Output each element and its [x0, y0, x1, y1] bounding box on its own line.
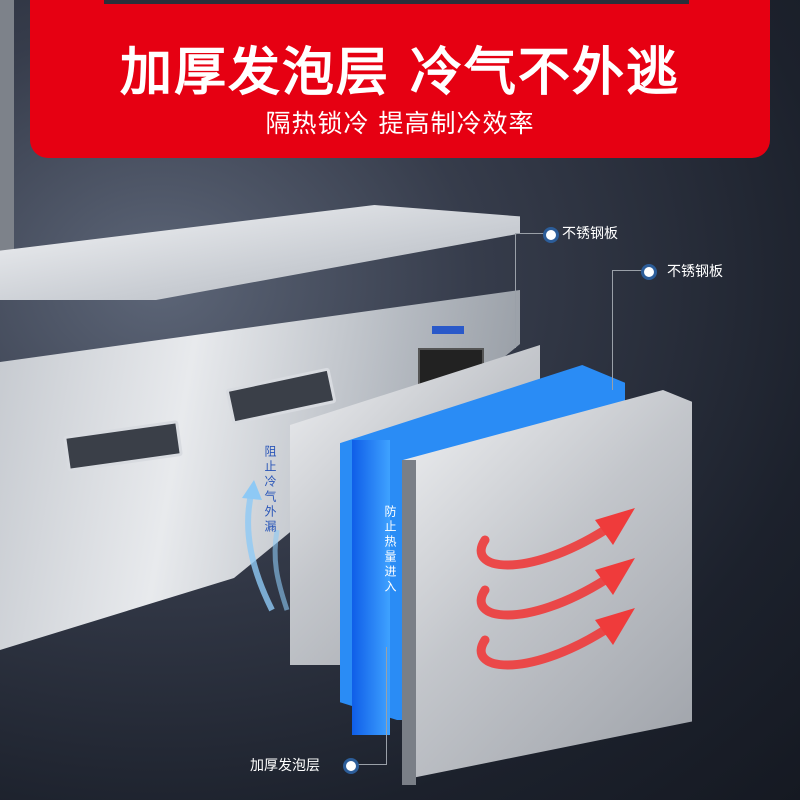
steel-panel-inner-edge — [0, 0, 14, 290]
foam-layer-edge — [352, 440, 390, 735]
brand-logo-badge — [432, 326, 464, 334]
heat-arrows-icon — [476, 508, 635, 670]
callout-label-foam: 加厚发泡层 — [250, 758, 320, 774]
headline-text: 加厚发泡层 冷气不外逃 — [119, 43, 681, 103]
headline-banner — [30, 0, 770, 158]
callout-label-steel-2: 不锈钢板 — [667, 264, 723, 280]
banner-top-strip — [104, 0, 689, 4]
callout-line-1-vertical — [515, 233, 516, 348]
cold-air-arrow-icon — [242, 480, 290, 612]
callout-line-3-vertical — [386, 647, 387, 764]
cold-block-annotation: 阻止冷气外漏 — [263, 445, 277, 535]
callout-line-3 — [353, 764, 387, 765]
steel-panel-outer-edge — [402, 460, 416, 785]
subheadline-text: 隔热锁冷 提高制冷效率 — [265, 109, 535, 138]
callout-line-1 — [515, 233, 547, 234]
callout-dot-2 — [641, 264, 657, 280]
heat-block-annotation: 防止热量进入 — [383, 505, 397, 595]
callout-label-steel-1: 不锈钢板 — [562, 226, 618, 242]
steel-panel-outer — [402, 390, 692, 780]
callout-line-2 — [612, 270, 642, 271]
callout-line-2-vertical — [612, 270, 613, 390]
fridge-countertop — [0, 205, 520, 300]
callout-dot-3 — [343, 758, 359, 774]
callout-dot-1 — [543, 227, 559, 243]
